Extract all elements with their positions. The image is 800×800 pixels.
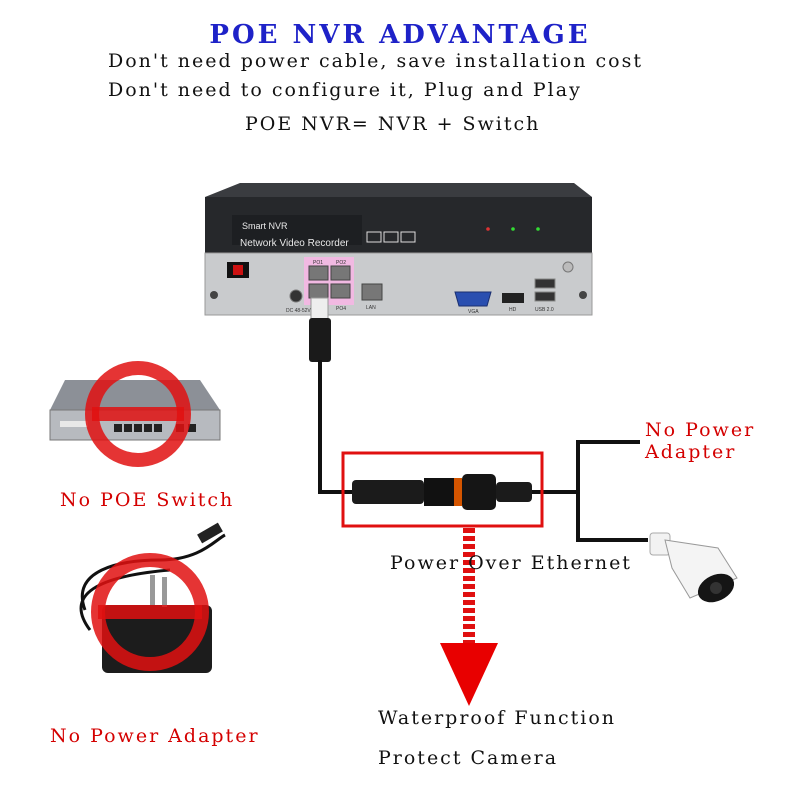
waterproof-label: Waterproof Function <box>378 707 617 729</box>
network-icon <box>383 231 399 243</box>
lan-port <box>361 283 383 301</box>
poe-label: Power Over Ethernet <box>390 552 632 574</box>
bullet-camera-image <box>649 532 738 603</box>
switch-port <box>124 424 132 432</box>
adapter-prong <box>162 577 167 607</box>
screw <box>210 291 218 299</box>
formula-text: POE NVR= NVR + Switch <box>245 113 541 135</box>
poe-port-4-label: PO4 <box>336 306 346 312</box>
adapter-cable-loop <box>79 568 171 631</box>
waterproof-connector-right <box>496 482 532 502</box>
hdd-icon <box>366 231 382 243</box>
rj45-plug <box>310 297 329 321</box>
nvr-label-plate <box>232 215 362 245</box>
usb-label: USB 2.0 <box>535 307 554 313</box>
switch-port <box>134 424 142 432</box>
connector-highlight-box <box>341 451 544 528</box>
power-adapter-image <box>79 522 226 673</box>
cable-to-connector <box>318 360 352 494</box>
page-title: POE NVR ADVANTAGE <box>209 20 591 50</box>
adapter-prong <box>150 575 155 605</box>
waterproof-connector-nut <box>462 474 496 510</box>
connector-orange-ring <box>454 478 462 506</box>
protect-camera-label: Protect Camera <box>378 747 559 769</box>
usb-port-1 <box>534 278 556 289</box>
poe-port-3 <box>308 283 329 299</box>
no-power-adapter-right-line1: No Power <box>645 419 756 441</box>
switch-label <box>60 421 88 427</box>
advantage-line-2: Don't need to configure it, Plug and Pla… <box>108 79 582 101</box>
ethernet-cable <box>309 297 648 542</box>
poe-port-1 <box>308 265 329 281</box>
poe-port-1-label: PO1 <box>313 260 323 266</box>
dc-jack <box>289 289 303 303</box>
nvr-back-panel <box>204 252 593 316</box>
power-icon <box>400 231 416 243</box>
no-poe-switch-label: No POE Switch <box>60 489 235 511</box>
power-switch-rocker <box>233 265 243 275</box>
hdmi-port <box>502 293 524 303</box>
hd-label: HD <box>509 307 517 313</box>
status-led-green-2 <box>536 227 540 231</box>
rj45-boot <box>309 318 331 362</box>
dc-label: DC 48-52V <box>286 308 311 314</box>
status-led-red <box>486 227 490 231</box>
vga-label: VGA <box>468 309 479 315</box>
no-power-adapter-left-label: No Power Adapter <box>50 725 260 747</box>
poe-port-2 <box>330 265 351 281</box>
lan-label: LAN <box>366 305 376 311</box>
waterproof-connector-mid <box>424 478 458 506</box>
nvr-brand-text: Smart NVR <box>242 221 288 231</box>
waterproof-arrow <box>440 528 498 706</box>
switch-port <box>188 424 196 432</box>
vga-port <box>454 291 492 307</box>
ground-screw <box>562 261 574 273</box>
nvr-top-lid <box>205 183 592 197</box>
advantage-line-1: Don't need power cable, save installatio… <box>108 50 643 72</box>
screw <box>579 291 587 299</box>
poe-switch-image <box>49 361 221 467</box>
no-power-adapter-right-line2: Adapter <box>645 441 737 463</box>
switch-port <box>154 424 162 432</box>
status-led-green-1 <box>511 227 515 231</box>
switch-top <box>50 380 220 410</box>
poe-port-4 <box>330 283 351 299</box>
nvr-model-text: Network Video Recorder <box>240 238 349 249</box>
nvr-device: Smart NVR Network Video Recorder DC 48-5… <box>204 183 593 316</box>
poe-port-2-label: PO2 <box>336 260 346 266</box>
switch-port <box>144 424 152 432</box>
arrow-head <box>440 643 498 706</box>
waterproof-connector-left <box>352 480 424 504</box>
usb-port-2 <box>534 291 556 302</box>
camera-bracket-line <box>576 440 648 542</box>
switch-port <box>114 424 122 432</box>
camera-lens <box>710 582 722 594</box>
adapter-plug-tip <box>197 522 223 544</box>
